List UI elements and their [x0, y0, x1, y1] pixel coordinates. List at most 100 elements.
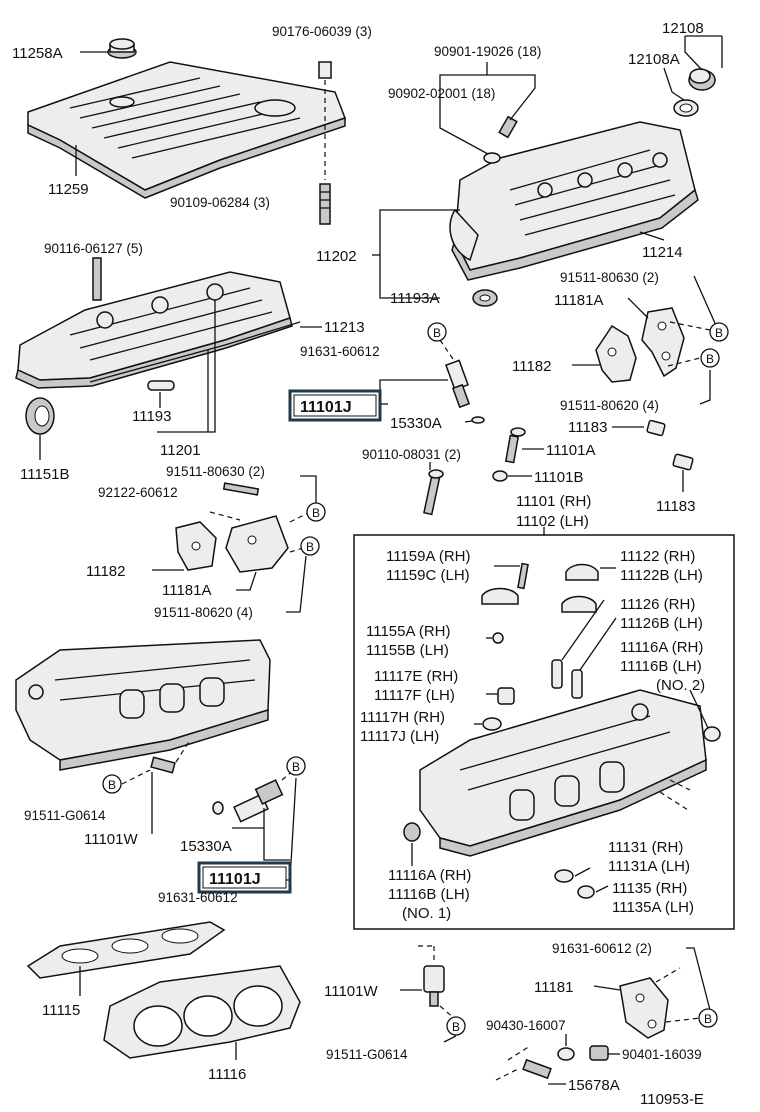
bearing-cap-11159A [481, 587, 519, 605]
label-91631-bottom: 91631-60612 [158, 890, 238, 905]
label-11116A-right: 11116A (RH) [620, 639, 703, 656]
label-15678A: 15678A [568, 1077, 620, 1094]
label-11182-mid: 11182 [86, 563, 126, 580]
svg-text:B: B [292, 760, 300, 774]
label-15330A-top: 15330A [390, 415, 442, 432]
label-no2: (NO. 2) [656, 677, 705, 694]
bearing-11122 [561, 563, 599, 613]
oil-seal-11151B [25, 397, 55, 435]
label-11159A: 11159A (RH) [386, 548, 471, 565]
gasket-11115 [26, 921, 226, 979]
bracket-11181 [619, 977, 669, 1039]
label-90401: 90401-16039 [622, 1047, 702, 1062]
callout-b-3: B [700, 348, 720, 368]
valve-lifter-11126 [551, 659, 583, 699]
label-11101W-left: 11101W [84, 831, 138, 848]
bracket-11182-mid [175, 521, 217, 571]
label-11181: 11181 [534, 979, 574, 996]
callout-b-1: B [427, 322, 447, 342]
seal-11131 [554, 869, 574, 883]
washer-90430 [557, 1047, 575, 1061]
label-91511-G0614-bottom: 91511-G0614 [326, 1047, 408, 1062]
label-11155A: 11155A (RH) [366, 623, 451, 640]
nut-90176 [318, 61, 332, 79]
label-11131: 11131 (RH) [608, 839, 683, 856]
pin-11155A [492, 632, 504, 644]
label-11135A: 11135A (LH) [612, 899, 694, 916]
gasket-11193 [147, 380, 175, 391]
label-11193A: 11193A [390, 290, 440, 307]
callout-b-9: B [698, 1008, 718, 1028]
label-11182-top: 11182 [512, 358, 552, 375]
label-11183-b: 11183 [656, 498, 696, 515]
label-11214: 11214 [642, 244, 683, 261]
label-11131A: 11131A (LH) [608, 858, 690, 875]
label-11258A: 11258A [12, 45, 63, 62]
label-91511-G0614-left: 91511-G0614 [24, 808, 106, 823]
gasket-11193A [472, 289, 498, 307]
o-ring-15330A-bottom [212, 801, 224, 815]
stud-90109 [319, 183, 331, 225]
callout-b-4: B [306, 502, 326, 522]
label-11159C: 11159C (LH) [386, 567, 470, 584]
bolt-15678A [522, 1058, 552, 1080]
highlight-box-11101J-top[interactable]: 11101J [288, 389, 382, 422]
label-90902: 90902-02001 (18) [388, 86, 495, 101]
bolt-91511-G0614-left [150, 756, 176, 774]
callout-b-6: B [286, 756, 306, 776]
callout-b-2: B [709, 322, 729, 342]
plug-11101B [492, 470, 508, 482]
label-90109: 90109-06284 (3) [170, 195, 270, 210]
callout-b-5: B [300, 536, 320, 556]
label-91631-2: 91631-60612 (2) [552, 941, 652, 956]
callout-b-7: B [102, 774, 122, 794]
label-12108A: 12108A [628, 51, 680, 68]
bracket-11183-a [646, 419, 666, 437]
cylinder-head-cover-lh-11201 [15, 271, 293, 389]
label-11155B: 11155B (LH) [366, 642, 449, 659]
label-12108: 12108 [662, 20, 704, 37]
label-15330A-bottom: 15330A [180, 838, 232, 855]
highlight-box-11101J-bottom[interactable]: 11101J [197, 861, 292, 894]
oil-filler-cap-12108 [688, 68, 716, 91]
label-11202: 11202 [316, 248, 357, 265]
plug-11117H [482, 717, 502, 731]
bolt-11159A [517, 562, 529, 590]
diagram-id: 110953-E [640, 1091, 704, 1108]
label-91511-80630-mid: 91511-80630 (2) [166, 464, 265, 479]
label-11101J-bottom: 11101J [209, 871, 261, 888]
label-11117J: 11117J (LH) [360, 728, 439, 745]
label-91511-80620-mid: 91511-80620 (4) [154, 605, 253, 620]
label-11201: 11201 [160, 442, 201, 459]
seal-11135 [577, 885, 595, 899]
svg-text:B: B [433, 326, 441, 340]
label-11101J-top: 11101J [300, 399, 352, 416]
label-11117E: 11117E (RH) [374, 668, 458, 685]
label-90116: 90116-06127 (5) [44, 241, 143, 256]
label-11122B: 11122B (LH) [620, 567, 703, 584]
label-11117F: 11117F (LH) [374, 687, 455, 704]
label-11135: 11135 (RH) [612, 880, 687, 897]
label-11102-lh: 11102 (LH) [516, 513, 589, 530]
bracket-11181A-top [641, 307, 685, 378]
sensor-11101W-bottom [423, 965, 445, 1007]
engine-cover-11259 [27, 61, 346, 199]
label-no1: (NO. 1) [402, 905, 451, 922]
bracket-11183-b [672, 453, 694, 471]
plug-11116A-no2 [703, 726, 721, 742]
label-11259: 11259 [48, 181, 89, 198]
washer-90902 [483, 152, 501, 164]
label-11116B-left: 11116B (LH) [388, 886, 470, 903]
plug-90401 [589, 1045, 609, 1061]
label-91511-80620-top: 91511-80620 (4) [560, 398, 659, 413]
bolt-90110 [423, 469, 444, 516]
label-11181A-mid: 11181A [162, 582, 212, 599]
label-90901: 90901-19026 (18) [434, 44, 541, 59]
oil-control-valve-11101J-top [445, 359, 471, 409]
stud-90116 [92, 257, 102, 301]
gasket-12108A [673, 99, 699, 117]
svg-text:B: B [715, 326, 723, 340]
cylinder-head-lh-11102 [15, 639, 271, 771]
label-11101A: 11101A [546, 442, 596, 459]
